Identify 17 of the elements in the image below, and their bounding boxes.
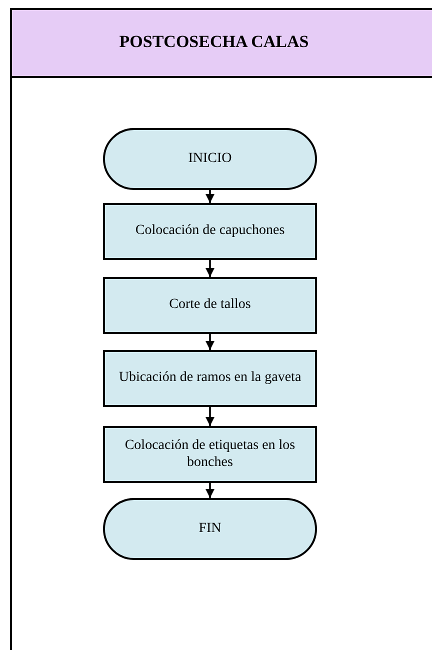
panel-title: POSTCOSECHA CALAS [118,32,310,52]
process-box [103,203,317,260]
process-box [103,350,317,407]
process-box [103,426,317,483]
arrow [206,483,214,498]
arrow [206,260,214,277]
node-label: FIN [198,520,222,538]
arrow [206,190,214,203]
node-label: Ubicación de ramos en la gaveta [118,370,302,387]
process-box [103,277,317,334]
arrow [206,334,214,350]
node-label: INICIO [188,150,232,168]
node-label: Corte de tallos [169,297,251,314]
arrow [206,407,214,426]
flowchart-panel [10,8,432,650]
node-label: Colocación de etiquetas en los bonches [124,438,296,471]
node-label: Colocación de capuchones [135,223,285,240]
